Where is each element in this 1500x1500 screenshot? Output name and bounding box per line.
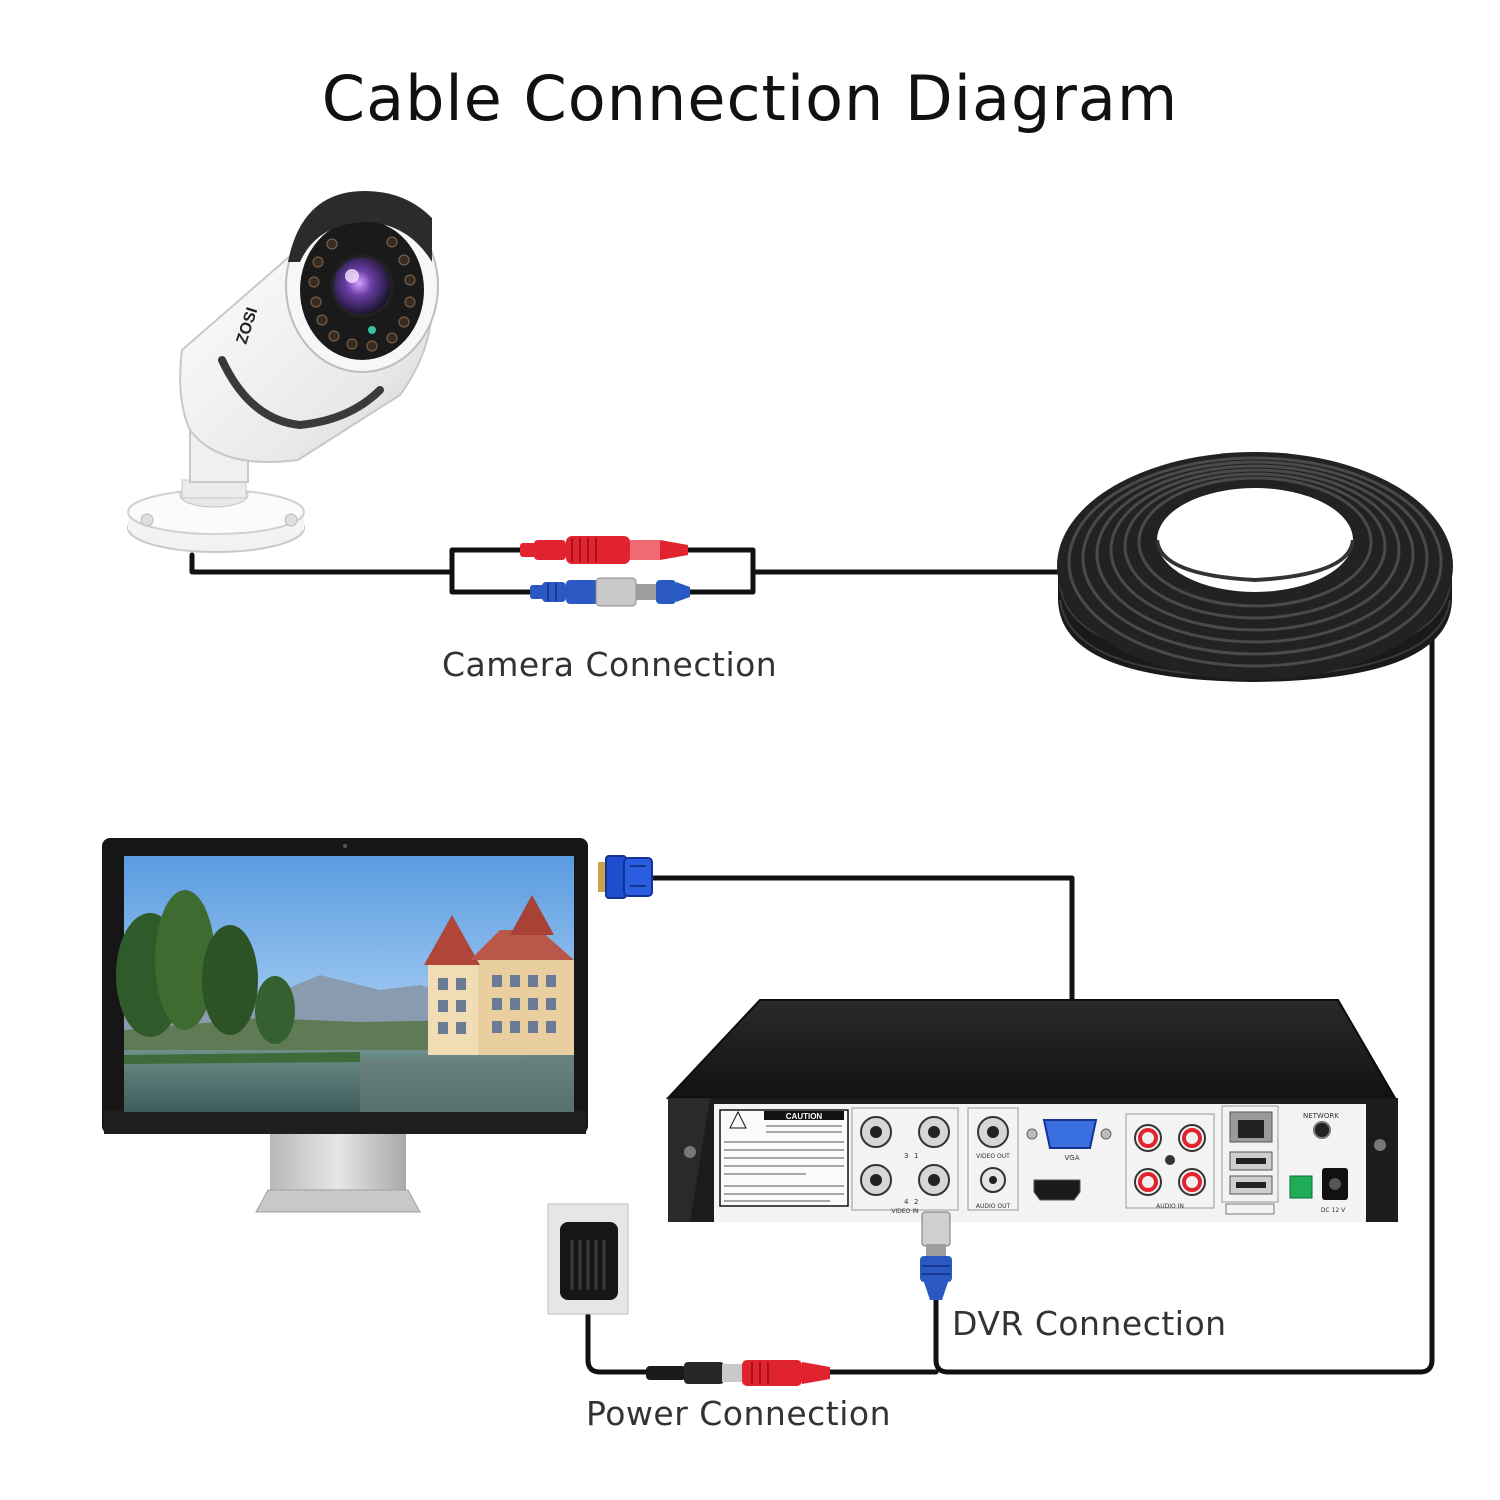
- vga-port-label: VGA: [1064, 1154, 1079, 1162]
- wires: [189, 547, 1435, 1375]
- blue-bnc-dvr-side: [920, 1211, 952, 1300]
- red-power-plug: [520, 536, 688, 564]
- screen-building: [424, 895, 574, 1055]
- caution-label: CAUTION: [719, 1109, 849, 1207]
- vga-hdmi-ports: VGA: [1026, 1119, 1112, 1201]
- video-audio-out-ports: VIDEO OUT AUDIO OUT: [967, 1107, 1019, 1211]
- video-in-ch3: 3: [904, 1152, 908, 1160]
- network-power-ports: NETWORK DC 12 V: [1289, 1112, 1348, 1214]
- monitor: [102, 838, 588, 1213]
- dvr-recorder: CAUTION 3 1 4 2: [665, 999, 1398, 1222]
- camera-connection-label: Camera Connection: [442, 645, 778, 684]
- video-in-ch2: 2: [914, 1198, 918, 1206]
- dvr-top-surface: [665, 999, 1397, 1099]
- power-connection-label: Power Connection: [586, 1394, 891, 1433]
- audio-in-ports: AUDIO IN: [1125, 1113, 1215, 1210]
- power-splitter-plug: [646, 1360, 830, 1386]
- camera-lens: [330, 254, 394, 318]
- video-in-ports: 3 1 4 2 VIDEO IN: [851, 1107, 959, 1215]
- video-out-label: VIDEO OUT: [976, 1153, 1010, 1160]
- vga-connector-monitor-side: [598, 855, 653, 899]
- spool-down-wire: [933, 627, 1435, 1375]
- video-in-ch1: 1: [914, 1152, 918, 1160]
- audio-out-label: AUDIO OUT: [976, 1203, 1011, 1210]
- bullet-camera: ZOSI: [127, 191, 439, 553]
- dvr-connection-label: DVR Connection: [952, 1304, 1227, 1343]
- diagram-title: Cable Connection Diagram: [321, 62, 1179, 135]
- lan-usb-ports: [1221, 1105, 1279, 1215]
- network-label: NETWORK: [1303, 1112, 1339, 1120]
- camera-to-splitter-wire: [189, 552, 455, 575]
- caution-title: CAUTION: [786, 1112, 823, 1121]
- blue-bnc-plug: [530, 577, 690, 607]
- vga-cable-wire: [649, 875, 1075, 1023]
- camera-sun-shield: [288, 191, 432, 262]
- audio-in-label: AUDIO IN: [1156, 1203, 1184, 1210]
- camera-side-connectors: [520, 536, 690, 607]
- video-in-label: VIDEO IN: [891, 1208, 918, 1215]
- spool-center-hole: [1157, 488, 1353, 592]
- power-adapter: [547, 1203, 629, 1315]
- cable-spool: [1057, 452, 1453, 682]
- video-in-ch4: 4: [904, 1198, 909, 1206]
- monitor-screen: [116, 856, 574, 1112]
- power-label: DC 12 V: [1321, 1207, 1346, 1214]
- adapter-to-power-wire: [585, 1304, 651, 1375]
